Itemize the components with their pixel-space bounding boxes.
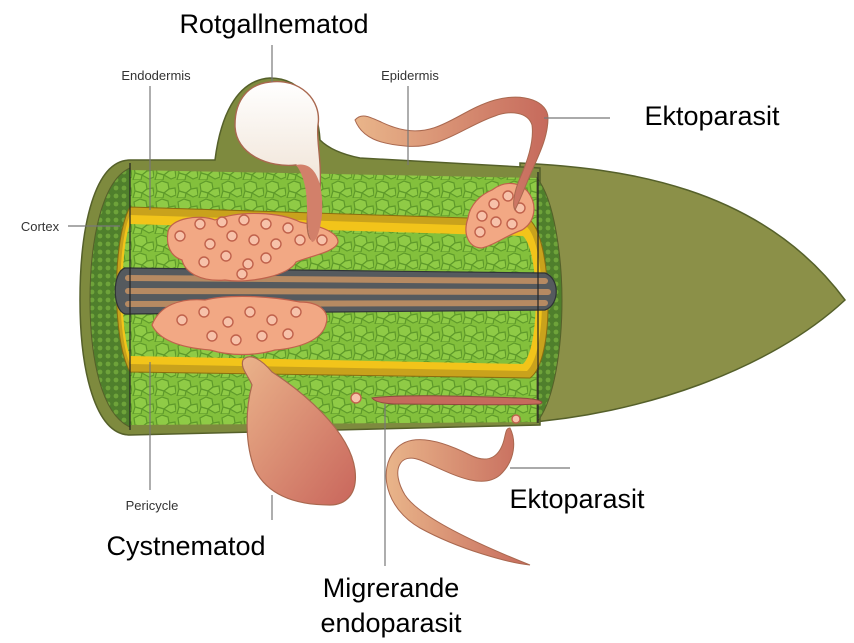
label-ektoparasit-top: Ektoparasit [644,101,780,131]
label-endodermis: Endodermis [121,68,191,83]
ectoparasite-bottom [386,428,530,565]
label-epidermis: Epidermis [381,68,439,83]
label-pericycle: Pericycle [126,498,179,513]
label-migrerande-line1: Migrerande [323,573,460,603]
root-tip [520,163,845,423]
xylem-strand-1 [128,278,545,281]
label-ektoparasit-bottom: Ektoparasit [509,484,645,514]
label-migrerande-line2: endoparasit [320,608,462,638]
label-cortex: Cortex [21,219,60,234]
label-cystnematod: Cystnematod [106,531,265,561]
label-rotgallnematod: Rotgallnematod [179,9,368,39]
xylem-strand-2 [128,291,548,292]
